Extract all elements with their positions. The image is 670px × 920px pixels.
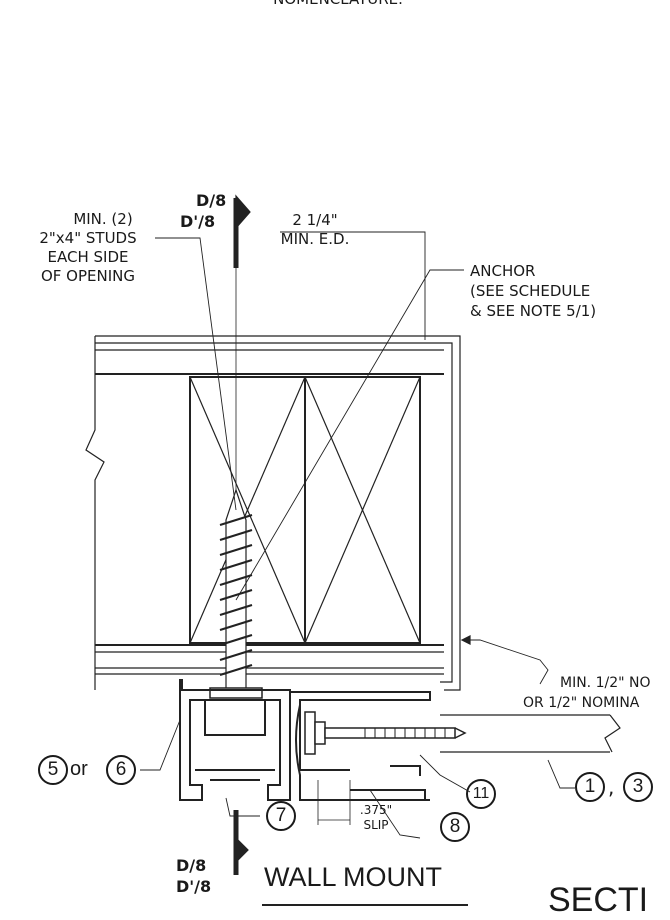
- anchor-label-line-2: (SEE SCHEDULE: [470, 282, 591, 300]
- slip-label-line-2: SLIP: [363, 818, 389, 832]
- callout-1: 1: [575, 772, 605, 802]
- nominal-label-line-2: OR 1/2" NOMINA: [523, 695, 640, 711]
- ed-label-line-1: 2 1/4": [292, 211, 338, 229]
- section-mark-top-1: D/8: [196, 191, 227, 210]
- panel: [440, 714, 621, 753]
- slip-label-line-1: .375": [359, 803, 393, 817]
- wall-layers: [95, 335, 461, 691]
- frame-profile: [179, 679, 291, 801]
- studs-label-line-3: EACH SIDE: [47, 248, 129, 266]
- ed-label-line-2: MIN. E.D.: [280, 230, 350, 248]
- callout-11: 11: [466, 779, 496, 809]
- callout-7: 7: [266, 801, 296, 831]
- callout-or: or: [70, 758, 88, 780]
- section-mark-bottom-2: D'/8: [176, 877, 212, 896]
- studs-label-line-4: OF OPENING: [40, 267, 136, 285]
- anchor-label-line-1: ANCHOR: [470, 262, 536, 280]
- studs-label-line-2: 2"x4" STUDS: [39, 229, 137, 247]
- callout-8: 8: [440, 812, 470, 842]
- sash-profile: [290, 691, 431, 801]
- nominal-label-line-1: MIN. 1/2" NO: [560, 675, 651, 691]
- anchor-screw: [209, 488, 263, 699]
- break-line: [85, 336, 105, 690]
- callout-3: 3: [623, 772, 653, 802]
- callout-5: 5: [38, 755, 68, 785]
- studs: [189, 376, 421, 644]
- section-mark-bottom-1: D/8: [176, 856, 207, 875]
- anchor-label-line-3: & SEE NOTE 5/1): [470, 302, 597, 320]
- header-nomenclature: NOMENCLATURE.: [258, 0, 418, 9]
- drawing-title: WALL MOUNT: [264, 862, 443, 892]
- section-mark-top-2: D'/8: [180, 212, 216, 231]
- callout-comma: ,: [608, 775, 615, 799]
- studs-label-line-1: MIN. (2): [73, 210, 133, 228]
- section-title: SECTI: [548, 881, 649, 919]
- bolt: [304, 711, 467, 755]
- callout-6: 6: [106, 755, 136, 785]
